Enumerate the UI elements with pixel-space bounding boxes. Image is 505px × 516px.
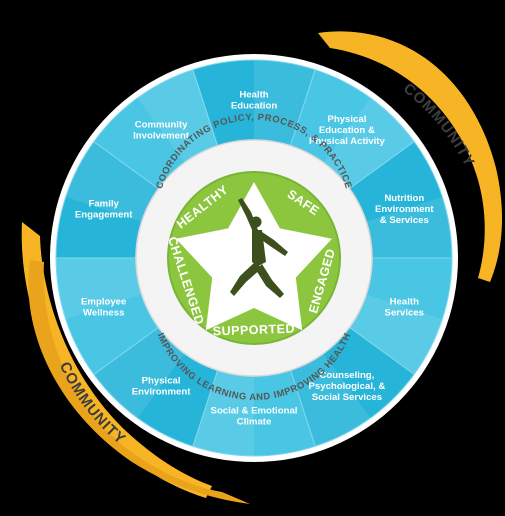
segment-facet — [137, 69, 218, 163]
segment-label-line: Social Services — [312, 392, 382, 403]
segment-facet — [65, 141, 159, 222]
segment-label: Counseling,Psychological, &Social Servic… — [309, 370, 386, 403]
jumping-figure-icon — [230, 198, 288, 298]
segment-label-line: Counseling, — [319, 370, 374, 381]
segment-label-line: Wellness — [83, 307, 124, 318]
segment-label-line: Social & Emotional — [211, 406, 298, 417]
segment-facet — [254, 60, 316, 146]
segment-label-line: Climate — [237, 417, 272, 428]
segment-label-line: & Services — [380, 215, 429, 226]
star-word-supported: SUPPORTED — [212, 322, 295, 339]
segment-label-line: Environment — [132, 386, 191, 397]
segment-label-line: Physical — [142, 375, 181, 386]
segment-label-line: Employee — [81, 296, 126, 307]
segment-label-line: Health — [390, 296, 419, 307]
segment-facet — [93, 327, 185, 419]
segment-label-line: Education — [231, 101, 278, 112]
segment-label-line: Environment — [375, 204, 434, 215]
segment-label-line: Involvement — [133, 131, 190, 142]
segment-label-line: Psychological, & — [309, 381, 386, 392]
segment-label-line: Community — [135, 120, 188, 131]
segment-label-line: Services — [385, 307, 424, 318]
segment-label-line: Physical — [327, 114, 366, 125]
segment-label-line: Health — [239, 90, 268, 101]
segment-facet — [56, 258, 142, 320]
segment-facet — [366, 196, 452, 258]
segment-facet — [290, 353, 371, 447]
segment-label-line: Education & — [319, 125, 375, 136]
segment-facet — [323, 97, 415, 189]
segment-label-line: Physical Activity — [309, 136, 386, 147]
segment-label-line: Nutrition — [384, 193, 424, 204]
segment-label-line: Engagement — [75, 210, 133, 221]
segment-facet — [192, 370, 254, 456]
center-disk-edge — [167, 171, 341, 345]
segment-label-line: Family — [88, 199, 119, 210]
segment-facet — [349, 294, 443, 375]
